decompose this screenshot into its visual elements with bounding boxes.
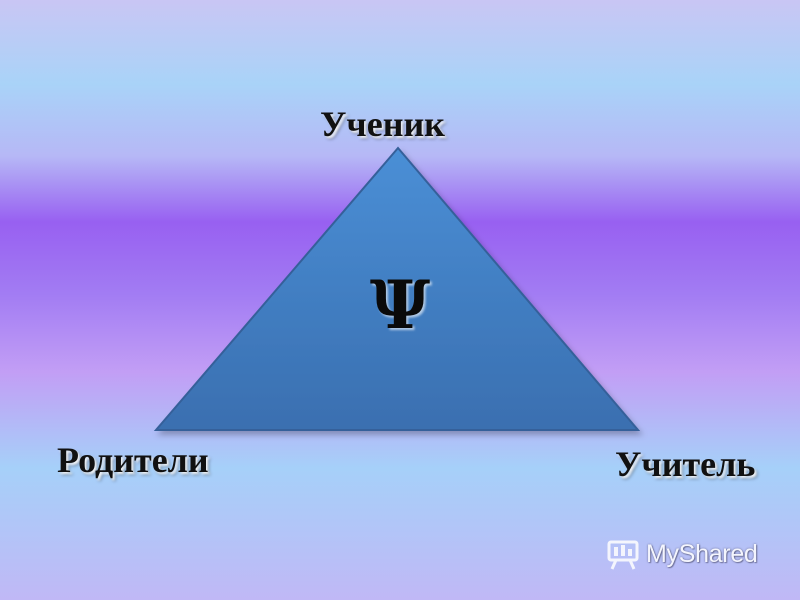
apex-label: Ученик (320, 104, 445, 144)
right-label: Учитель (615, 444, 756, 484)
left-label: Родители (57, 440, 209, 480)
presentation-board-icon (607, 540, 639, 570)
triangle-shape (153, 146, 641, 431)
watermark: MyShared (606, 536, 758, 572)
watermark-text: MyShared (646, 539, 758, 568)
psi-symbol: Ψ (369, 266, 431, 344)
